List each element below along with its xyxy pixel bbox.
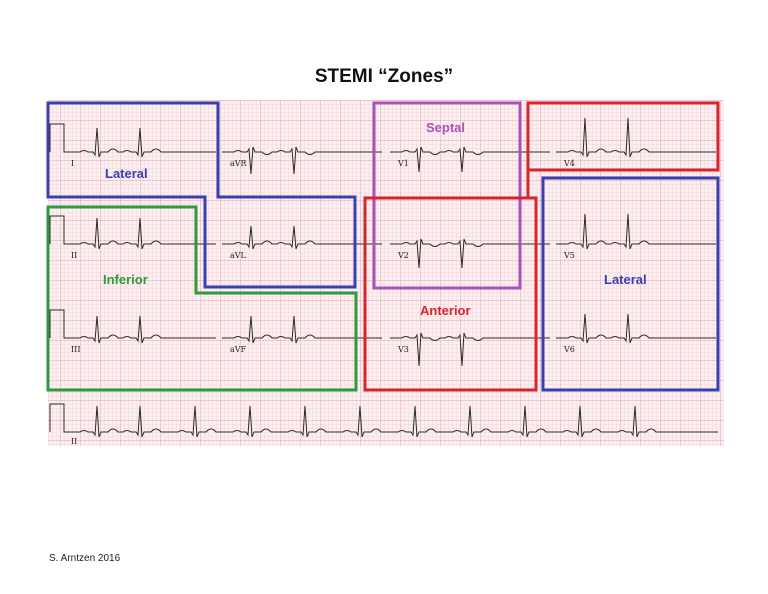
septal-zone-outline	[372, 101, 522, 290]
lead-label-v3: V3	[397, 345, 409, 354]
inferior-zone-outline	[46, 205, 358, 392]
lateral-limb-zone-outline	[46, 101, 357, 289]
lead-label-rhythm-ii: II	[71, 437, 77, 446]
lead-trace-v1	[390, 146, 550, 173]
septal-zone-label: Septal	[426, 120, 465, 135]
lead-label-v2: V2	[397, 251, 409, 260]
author-credit: S. Arntzen 2016	[49, 553, 121, 564]
lead-label-i: I	[71, 159, 74, 168]
ecg-grid	[48, 100, 724, 446]
lead-label-avf: aVF	[230, 345, 247, 354]
lead-trace-v4	[556, 117, 716, 158]
rhythm-strip-trace	[49, 403, 718, 438]
lead-trace-v5	[556, 213, 716, 250]
lead-trace-v3	[390, 332, 550, 367]
lead-trace-avr	[222, 146, 382, 175]
page-title: STEMI “Zones”	[314, 66, 454, 87]
lateral-precordial-zone-label: Lateral	[604, 272, 647, 287]
lead-trace-i	[49, 123, 216, 158]
lead-trace-iii	[49, 309, 216, 344]
anterior-zone-label: Anterior	[420, 303, 471, 318]
lead-label-ii: II	[71, 251, 77, 260]
lead-label-v1: V1	[397, 159, 409, 168]
ecg-traces	[49, 117, 718, 438]
lateral-limb-zone-label: Lateral	[105, 166, 148, 181]
anterior-zone-outline	[363, 101, 720, 392]
lead-label-v4: V4	[563, 159, 575, 168]
lead-trace-avf	[222, 315, 382, 344]
lateral-precordial-zone-outline	[541, 176, 720, 392]
lead-label-v6: V6	[563, 345, 575, 354]
inferior-zone-label: Inferior	[103, 272, 148, 287]
lead-label-avr: aVR	[230, 159, 248, 168]
lead-trace-v6	[556, 313, 716, 344]
lead-label-avl: aVL	[230, 251, 247, 260]
lead-trace-v2	[390, 238, 550, 269]
lead-trace-avl	[222, 225, 382, 250]
lead-trace-ii	[49, 215, 216, 250]
lead-label-iii: III	[71, 345, 80, 354]
lead-label-v5: V5	[563, 251, 575, 260]
